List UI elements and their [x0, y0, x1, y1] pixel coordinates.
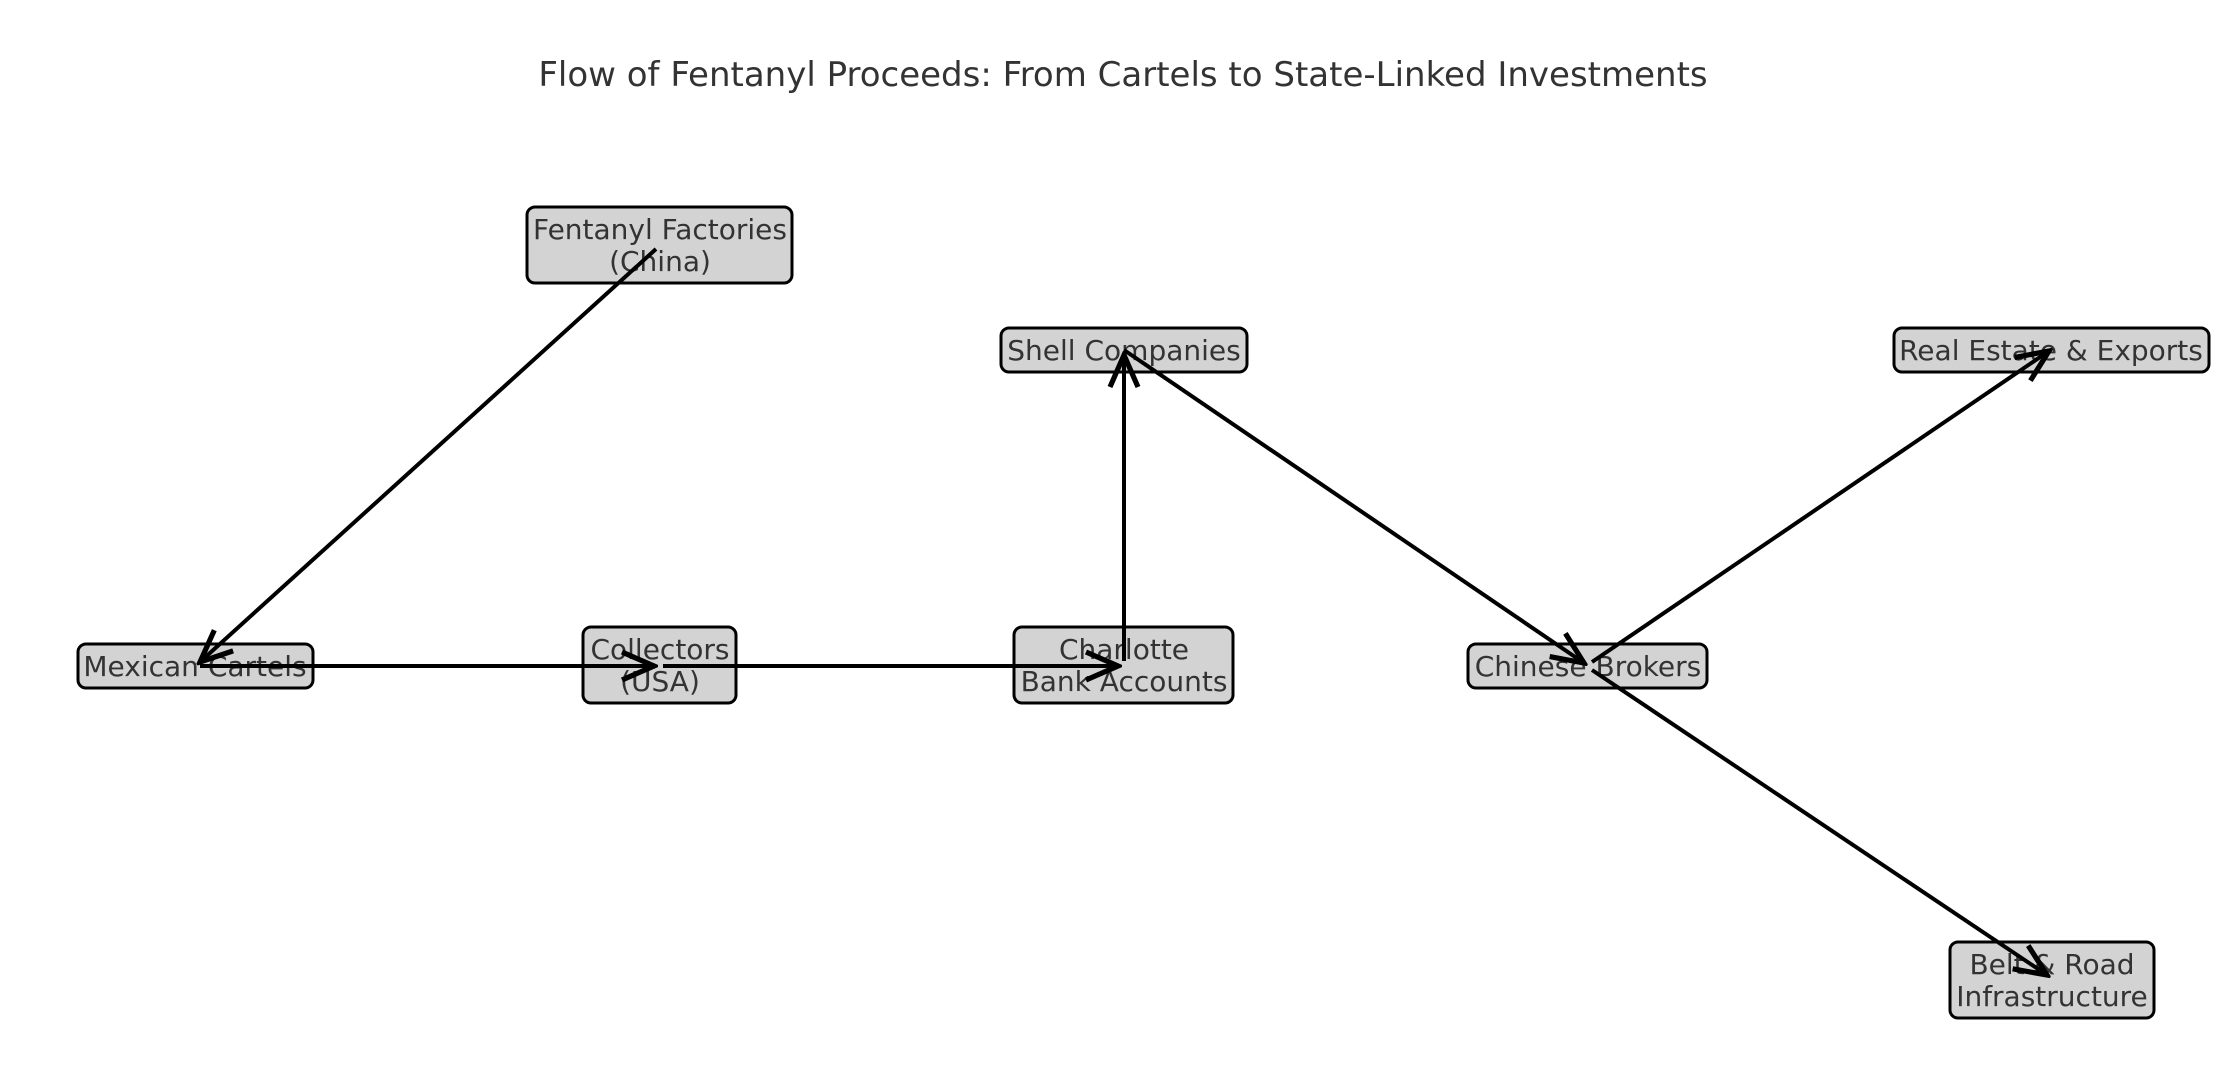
node-label: (China) — [609, 245, 711, 278]
edge-shell-to-brokers — [1122, 348, 1584, 663]
node-fentanyl-factories: Fentanyl Factories (China) — [525, 205, 794, 285]
edges — [200, 247, 2049, 975]
node-chinese-brokers: Chinese Brokers — [1466, 642, 1709, 690]
node-belt-road-infrastructure: Belt & Road Infrastructure — [1948, 940, 2156, 1020]
edge-brokers-to-beltroad — [1590, 668, 2047, 975]
node-label: (USA) — [620, 665, 700, 698]
diagram-title: Flow of Fentanyl Proceeds: From Cartels … — [538, 55, 1707, 95]
node-label: Bank Accounts — [1021, 665, 1228, 698]
node-label: Belt & Road — [1969, 948, 2134, 981]
node-label: Fentanyl Factories — [533, 213, 787, 246]
node-label: Infrastructure — [1956, 980, 2148, 1013]
node-label: Collectors — [590, 633, 729, 666]
node-real-estate-exports: Real Estate & Exports — [1892, 326, 2211, 374]
node-label: Chinese Brokers — [1475, 650, 1702, 683]
node-label: Real Estate & Exports — [1899, 334, 2203, 367]
edge-factories-to-cartels — [200, 247, 658, 662]
edge-brokers-to-realestate — [1590, 351, 2049, 664]
